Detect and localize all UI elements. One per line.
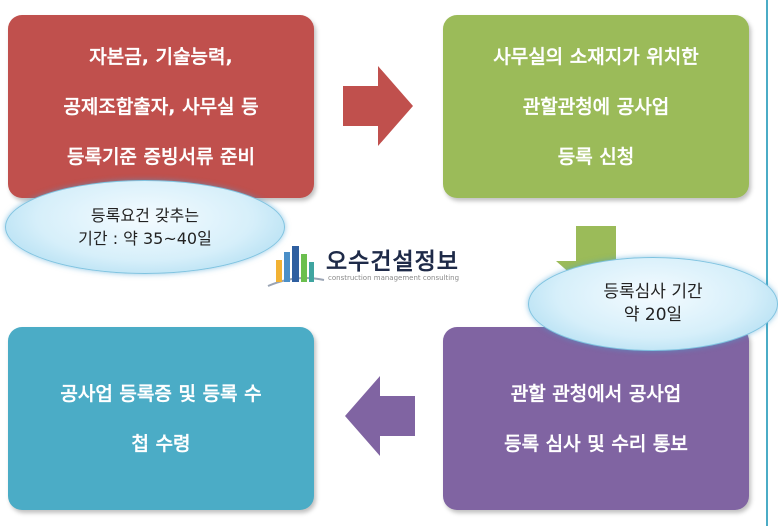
callout-1-line-2: 기간 : 약 35~40일 xyxy=(78,229,212,248)
arrow-right-icon xyxy=(343,66,413,146)
callout-review-period: 등록심사 기간 약 20일 xyxy=(528,257,778,351)
buildings-logo-icon xyxy=(267,246,325,287)
step-3-line-1: 관할 관청에서 공사업 xyxy=(510,382,682,405)
step-1-prepare-documents: 자본금, 기술능력, 공제조합출자, 사무실 등 등록기준 증빙서류 준비 xyxy=(8,15,314,198)
step-1-line-1: 자본금, 기술능력, xyxy=(89,45,233,68)
step-2-line-2: 관할관청에 공사업 xyxy=(522,95,670,118)
logo-title: 오수건설정보 xyxy=(326,249,459,275)
logo-subtitle: construction management consulting xyxy=(328,274,460,282)
step-4-receive-certificate: 공사업 등록증 및 등록 수 첩 수령 xyxy=(8,327,314,510)
callout-2-line-2: 약 20일 xyxy=(623,305,683,325)
step-1-line-2: 공제조합출자, 사무실 등 xyxy=(63,95,259,118)
callout-1-line-1: 등록요건 갖추는 xyxy=(90,206,200,225)
step-2-line-1: 사무실의 소재지가 위치한 xyxy=(493,45,699,68)
arrow-left-icon xyxy=(345,376,415,456)
right-edge-rule xyxy=(766,0,768,526)
callout-preparation-period: 등록요건 갖추는 기간 : 약 35~40일 xyxy=(5,180,285,274)
step-4-line-2: 첩 수령 xyxy=(131,432,191,455)
callout-2-line-1: 등록심사 기간 xyxy=(603,282,703,302)
step-1-line-3: 등록기준 증빙서류 준비 xyxy=(66,145,256,168)
step-2-line-3: 등록 신청 xyxy=(557,145,635,168)
company-logo: 오수건설정보 construction management consultin… xyxy=(266,240,486,292)
step-3-review-notification: 관할 관청에서 공사업 등록 심사 및 수리 통보 xyxy=(443,327,749,510)
step-4-line-1: 공사업 등록증 및 등록 수 xyxy=(60,382,262,405)
step-2-apply-registration: 사무실의 소재지가 위치한 관할관청에 공사업 등록 신청 xyxy=(443,15,749,198)
step-3-line-2: 등록 심사 및 수리 통보 xyxy=(504,432,688,455)
